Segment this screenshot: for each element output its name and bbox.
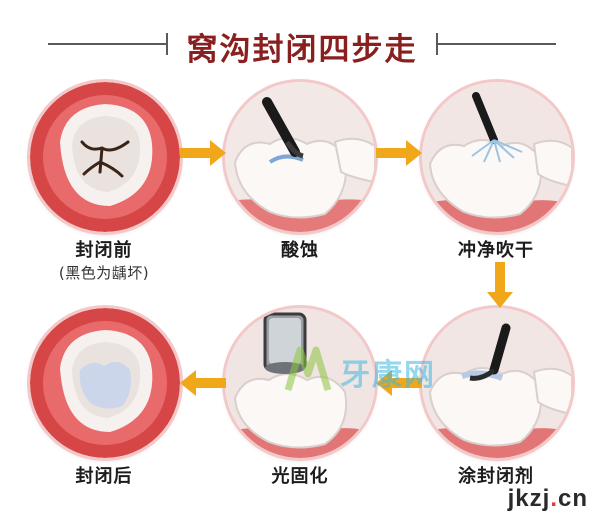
step-apply-label: 涂封闭剂 bbox=[458, 466, 534, 487]
title-tick-right bbox=[436, 33, 438, 55]
tooth-rinse-image bbox=[422, 82, 572, 232]
step-etch-label: 酸蚀 bbox=[281, 240, 319, 261]
arrow-down bbox=[487, 262, 513, 308]
page-title: 窝沟封闭四步走 bbox=[186, 32, 418, 68]
arrow-left-2 bbox=[180, 370, 226, 396]
tooth-after-image bbox=[30, 308, 180, 458]
site-mark-pre: jkzj bbox=[507, 485, 551, 512]
site-mark-post: cn bbox=[557, 485, 588, 512]
title-rule-right bbox=[438, 43, 556, 45]
arrow-right-1 bbox=[180, 140, 226, 166]
step-cure-label: 光固化 bbox=[271, 466, 329, 487]
step-rinse-label: 冲净吹干 bbox=[458, 240, 534, 261]
arrow-left-1 bbox=[376, 370, 422, 396]
tooth-etch-image bbox=[225, 82, 375, 232]
site-mark-dot: . bbox=[550, 485, 558, 512]
watermark-text: 牙康网 bbox=[340, 358, 436, 393]
step-before-note: (黑色为龋坏) bbox=[58, 264, 150, 282]
watermark: 牙康网 bbox=[280, 340, 480, 400]
site-mark: jkzj.cn bbox=[508, 485, 588, 513]
title-bar: 窝沟封闭四步走 bbox=[0, 18, 600, 68]
arrow-right-2 bbox=[376, 140, 422, 166]
tooth-before-image bbox=[30, 82, 180, 232]
step-before-label: 封闭前 bbox=[75, 240, 133, 261]
title-rule-left bbox=[48, 43, 166, 45]
step-after-label: 封闭后 bbox=[75, 466, 133, 487]
tooth-cure-image bbox=[225, 308, 375, 458]
watermark-logo-icon bbox=[284, 346, 332, 392]
title-tick-left bbox=[166, 33, 168, 55]
